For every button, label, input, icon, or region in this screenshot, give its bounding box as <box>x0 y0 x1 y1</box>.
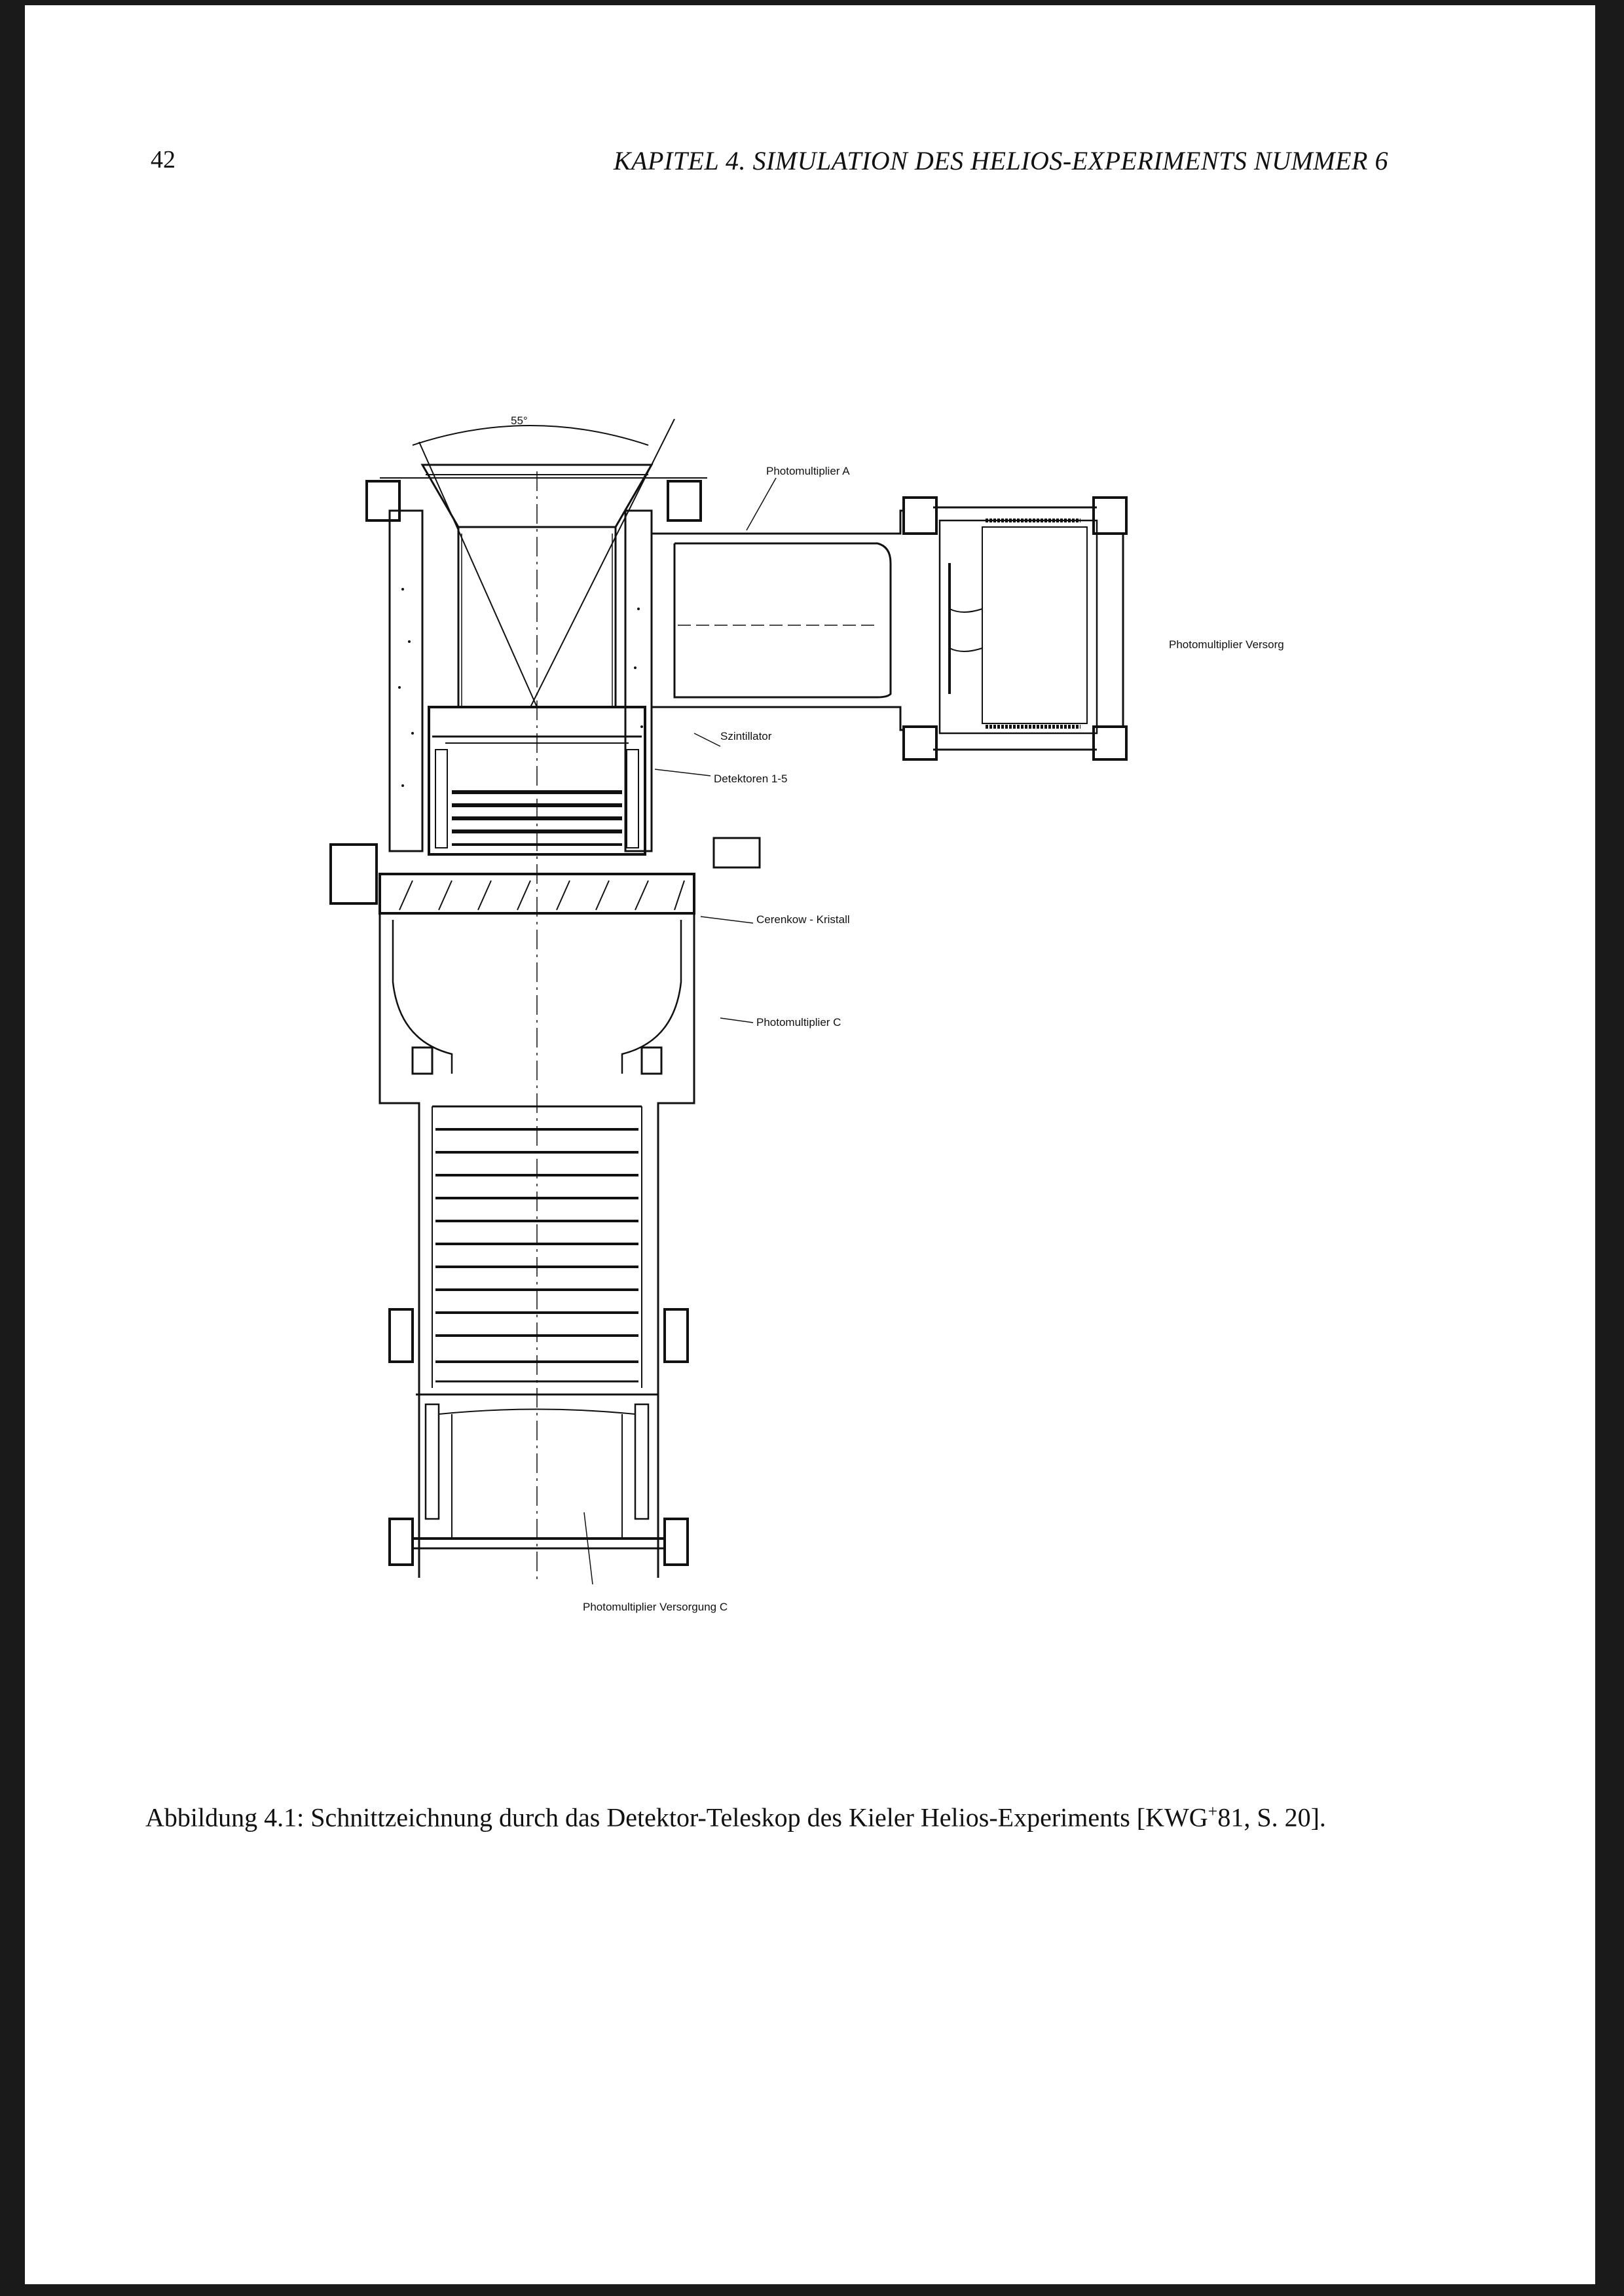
detector-telescope-drawing: 55° Photomultiplier A Photomultiplier Ve… <box>301 393 1283 1637</box>
caption-text: Abbildung 4.1: Schnittzeichnung durch da… <box>145 1802 1208 1832</box>
running-head: KAPITEL 4. SIMULATION DES HELIOS-EXPERIM… <box>613 146 1388 175</box>
label-cerenkow-kristall: Cerenkow - Kristall <box>756 913 850 926</box>
label-photomultiplier-c: Photomultiplier C <box>756 1016 841 1029</box>
label-detektoren: Detektoren 1-5 <box>714 773 787 785</box>
page-number: 42 <box>151 146 175 173</box>
label-photomultiplier-versorgung: Photomultiplier Versorgung <box>1169 638 1283 651</box>
caption-superscript: + <box>1208 1802 1218 1821</box>
label-szintillator: Szintillator <box>720 730 772 742</box>
angle-label: 55° <box>511 414 528 427</box>
caption-reference: 81, S. 20]. <box>1217 1802 1326 1832</box>
figure-caption: Abbildung 4.1: Schnittzeichnung durch da… <box>145 1802 1455 1832</box>
label-photomultiplier-versorgung-c: Photomultiplier Versorgung C <box>583 1601 728 1613</box>
label-photomultiplier-a: Photomultiplier A <box>766 465 850 477</box>
